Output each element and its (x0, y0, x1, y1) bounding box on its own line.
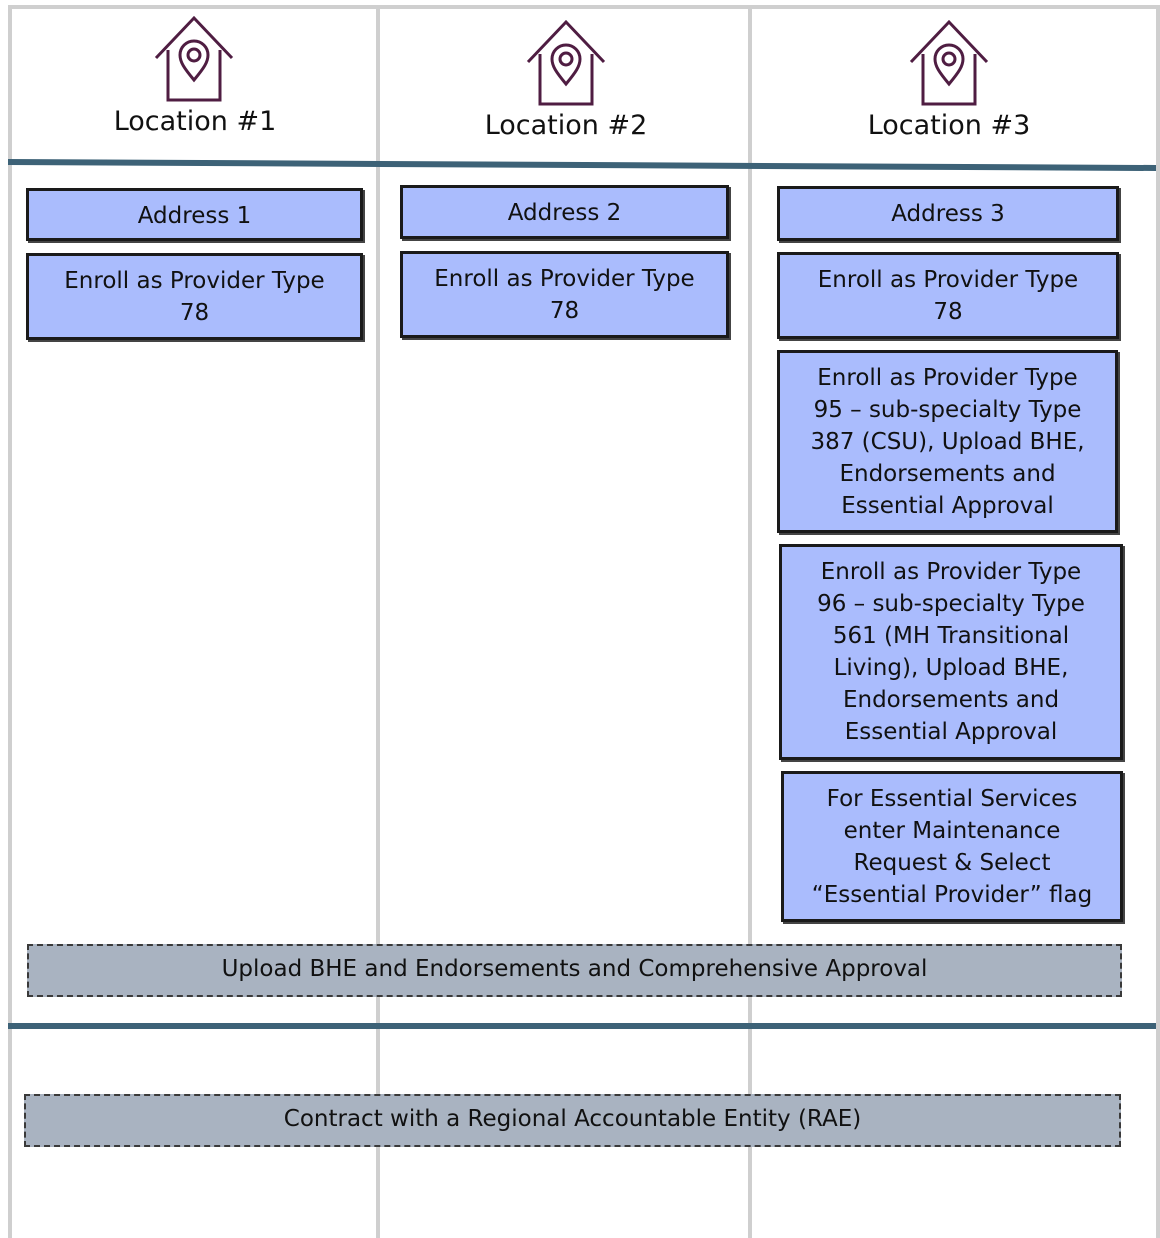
top-border (8, 5, 1160, 9)
location-title: Location #1 (113, 106, 277, 137)
house-pin-icon (909, 19, 989, 106)
location-title: Location #2 (484, 110, 648, 141)
house-pin-icon (526, 19, 606, 106)
address-box: Address 3 (777, 186, 1119, 241)
enroll-type-96-box: Enroll as Provider Type 96 – sub-special… (779, 544, 1123, 760)
address-box: Address 1 (26, 188, 363, 241)
enroll-type-78-box: Enroll as Provider Type 78 (777, 252, 1119, 339)
enroll-type-78-box: Enroll as Provider Type 78 (26, 253, 363, 340)
house-pin-icon (154, 15, 234, 102)
rae-contract-box: Contract with a Regional Accountable Ent… (24, 1094, 1121, 1147)
section-divider (8, 1023, 1156, 1029)
header-divider (8, 158, 1156, 172)
address-box: Address 2 (400, 185, 729, 239)
column-divider (748, 6, 752, 1238)
essential-services-box: For Essential Services enter Maintenance… (781, 771, 1123, 922)
column-divider (1156, 6, 1160, 1238)
column-divider (376, 6, 380, 1238)
enroll-type-95-box: Enroll as Provider Type 95 – sub-special… (777, 350, 1118, 533)
enroll-type-78-box: Enroll as Provider Type 78 (400, 251, 729, 338)
column-divider (8, 6, 12, 1238)
upload-bhe-approval-box: Upload BHE and Endorsements and Comprehe… (27, 944, 1122, 997)
location-title: Location #3 (867, 110, 1031, 141)
